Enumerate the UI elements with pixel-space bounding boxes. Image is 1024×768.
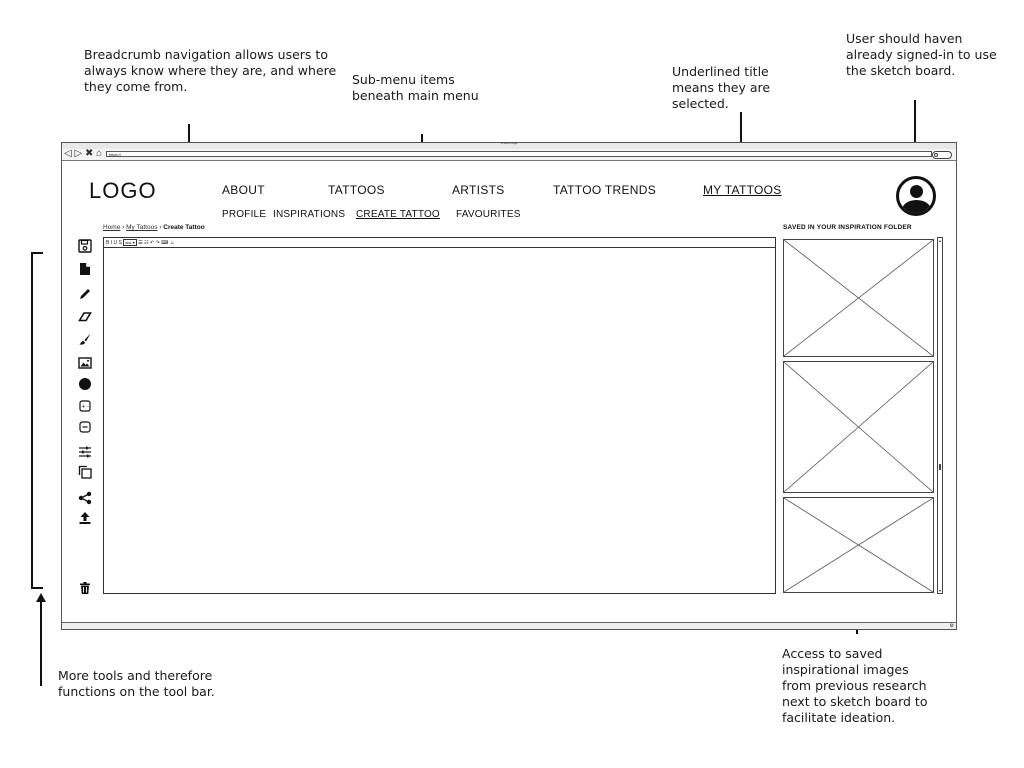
inspiration-annotation: Access to saved inspirational images fro…	[782, 646, 928, 725]
circle-shape-icon[interactable]	[75, 374, 95, 394]
subnav-create-tattoo[interactable]: CREATE TATTOO	[356, 209, 440, 220]
avatar-body	[902, 200, 931, 213]
inspiration-heading: SAVED IN YOUR INSPIRATION FOLDER	[783, 224, 912, 231]
toolbar-bracket	[31, 252, 43, 589]
subnav-inspirations[interactable]: INSPIRATIONS	[273, 209, 346, 220]
signin-annotation: User should haven already signed-in to u…	[846, 31, 997, 78]
nav-my-tattoos[interactable]: MY TATTOOS	[703, 183, 782, 197]
resize-grip-icon[interactable]: ⚙	[949, 623, 954, 629]
svg-text:+ -: + -	[81, 404, 89, 410]
scroll-up-icon[interactable]: ▴	[938, 238, 941, 243]
save-icon[interactable]	[75, 236, 95, 256]
upload-icon[interactable]	[75, 508, 95, 528]
image-icon[interactable]	[75, 353, 95, 373]
logo[interactable]: LOGO	[89, 178, 157, 203]
new-file-icon[interactable]	[75, 259, 95, 279]
breadcrumb: Home › My Tattoos › Create Tattoo	[103, 224, 205, 231]
underlined-annotation: Underlined title means they are selected…	[672, 64, 771, 111]
breadcrumb-separator: ›	[122, 224, 125, 231]
inspiration-thumbnail[interactable]	[783, 239, 934, 357]
brush-icon[interactable]	[75, 329, 95, 349]
pencil-icon[interactable]	[75, 284, 95, 304]
nav-tattoo-trends[interactable]: TATTOO TRENDS	[553, 183, 657, 197]
address-bar: ◁ ▷ ✖ ⌂ https://	[62, 148, 956, 161]
status-bar: ⚙	[62, 622, 956, 629]
add-box-icon[interactable]: + -	[75, 396, 95, 416]
font-size-select[interactable]: abc ▾	[123, 239, 137, 247]
format-toolbar: B I U S abc ▾ ☰ ☷ ↶ ↷ ⌨ ☺	[104, 238, 775, 248]
nav-about[interactable]: ABOUT	[222, 183, 265, 197]
sliders-icon[interactable]	[75, 442, 95, 462]
nav-tattoos[interactable]: TATTOOS	[328, 183, 385, 197]
toolbar-annotation: More tools and therefore functions on th…	[58, 668, 215, 699]
trash-icon[interactable]	[75, 578, 95, 598]
subnav-profile[interactable]: PROFILE	[222, 209, 267, 220]
inspiration-thumbnail[interactable]	[783, 361, 934, 493]
nav-artists[interactable]: ARTISTS	[452, 183, 505, 197]
breadcrumb-home[interactable]: Home	[103, 224, 121, 231]
inspiration-scrollbar[interactable]: ▴ ▾	[937, 237, 943, 594]
window-title: A Web Page	[500, 141, 518, 145]
scroll-down-icon[interactable]: ▾	[938, 588, 941, 593]
share-icon[interactable]	[75, 488, 95, 508]
sketch-canvas[interactable]: B I U S abc ▾ ☰ ☷ ↶ ↷ ⌨ ☺	[103, 237, 776, 594]
submenu-annotation: Sub-menu items beneath main menu	[352, 72, 479, 103]
format-buttons[interactable]: B I U S	[106, 240, 122, 246]
breadcrumb-annotation: Breadcrumb navigation allows users to al…	[84, 47, 337, 94]
copy-icon[interactable]	[75, 462, 95, 482]
scroll-thumb[interactable]	[939, 464, 941, 470]
url-field[interactable]: https://	[106, 151, 932, 157]
toolbar-arrow-line	[40, 601, 42, 686]
subnav-favourites[interactable]: FAVOURITES	[456, 209, 521, 220]
remove-box-icon[interactable]	[75, 417, 95, 437]
avatar-head	[910, 185, 923, 198]
eraser-icon[interactable]	[75, 306, 95, 326]
toolbar-arrow-head	[36, 593, 46, 602]
breadcrumb-my-tattoos[interactable]: My Tattoos	[126, 224, 158, 231]
user-avatar-icon[interactable]	[896, 176, 936, 216]
breadcrumb-separator: ›	[159, 224, 162, 231]
browser-nav-buttons[interactable]: ◁ ▷ ✖ ⌂	[64, 148, 103, 159]
inspiration-thumbnail[interactable]	[783, 497, 934, 593]
search-toggle[interactable]	[932, 151, 952, 159]
signin-arrow-line	[914, 100, 916, 160]
format-extra-buttons[interactable]: ☰ ☷ ↶ ↷ ⌨ ☺	[138, 240, 175, 246]
breadcrumb-current: Create Tattoo	[163, 224, 205, 231]
